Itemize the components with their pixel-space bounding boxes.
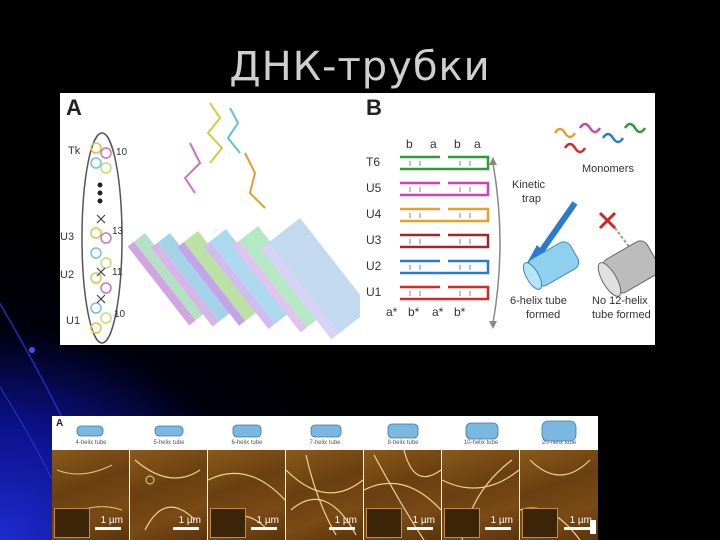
six-helix-label-line2: formed	[526, 309, 561, 321]
number-10-bottom: 10	[114, 309, 126, 320]
bottom-letter-a-star-2: a*	[432, 305, 444, 319]
label-u1: U1	[66, 315, 81, 327]
assembly-graphic	[489, 122, 655, 329]
strand-label-u3: U3	[366, 233, 382, 247]
panel-b-letter: B	[366, 95, 382, 120]
top-letter-b-1: b	[406, 137, 413, 151]
scale-label-1: 1 µm	[100, 515, 123, 526]
afm-image-5-helix: 1 µm	[130, 450, 207, 540]
tube-icons	[76, 420, 577, 442]
strand-label-u1: U1	[366, 285, 382, 299]
six-helix-label-line1: 6-helix tube	[510, 295, 567, 307]
bottom-letter-b-star-1: b*	[408, 305, 420, 319]
tube-title-20: 20-helix tube	[541, 440, 577, 446]
bottom-letter-b-star-2: b*	[454, 305, 466, 319]
afm-image-10-helix: 1 µm	[442, 450, 519, 540]
top-letter-b-2: b	[454, 137, 461, 151]
strand-label-t6: T6	[366, 155, 381, 169]
panel-a-letter: A	[66, 95, 82, 120]
strand-label-u4: U4	[366, 207, 382, 221]
number-11: 11	[112, 267, 123, 278]
tube-title-6: 6-helix tube	[231, 440, 263, 446]
twelve-helix-label-line2: tube formed	[592, 309, 651, 321]
tube-title-4: 4-helix tube	[75, 440, 107, 446]
scale-bar-7	[564, 527, 590, 530]
kinetic-trap-label-line1: Kinetic	[512, 179, 546, 191]
strand-label-u5: U5	[366, 181, 382, 195]
tube-title-7: 7-helix tube	[309, 440, 341, 446]
tube-title-10: 10-helix tube	[463, 440, 499, 446]
scale-label-2: 1 µm	[178, 515, 201, 526]
afm-image-4-helix: 1 µm	[52, 450, 129, 540]
scale-bar-5	[407, 527, 433, 530]
strand-label-u2: U2	[366, 259, 382, 273]
top-letter-a-1: a	[430, 137, 437, 151]
label-u2: U2	[60, 269, 75, 281]
strand-diagram	[400, 155, 490, 301]
tube-title-8: 8-helix tube	[387, 440, 419, 446]
label-u3: U3	[60, 231, 75, 243]
bottom-panel-letter: A	[56, 418, 64, 429]
kinetic-trap-label-line2: trap	[522, 193, 541, 205]
figure-top: A	[60, 93, 655, 345]
afm-image-6-helix: 1 µm	[208, 450, 285, 540]
panel-a-graphic	[81, 102, 360, 344]
number-10-top: 10	[116, 147, 128, 158]
label-tk: Tk	[68, 145, 81, 157]
monomers-label: Monomers	[582, 163, 634, 175]
scale-label-4: 1 µm	[334, 515, 357, 526]
bottom-letter-a-star-1: a*	[386, 305, 398, 319]
afm-image-8-helix: 1 µm	[364, 450, 441, 540]
number-13: 13	[112, 226, 124, 237]
scale-bar-4	[329, 527, 355, 530]
figure-bottom: A 4-helix tube 5-helix tube 6-helix tube…	[52, 416, 598, 540]
top-letter-a-2: a	[474, 137, 481, 151]
scale-bar-3	[251, 527, 277, 530]
afm-image-7-helix: 1 µm	[286, 450, 363, 540]
scale-bar-6	[485, 527, 511, 530]
scale-label-5: 1 µm	[412, 515, 435, 526]
scale-label-7: 1 µm	[569, 515, 592, 526]
twelve-helix-label-line1: No 12-helix	[592, 295, 648, 307]
scale-label-6: 1 µm	[490, 515, 513, 526]
afm-image-20-helix: 1 µm	[520, 450, 598, 540]
slide-title: ДНК-трубки	[229, 44, 491, 90]
scale-label-3: 1 µm	[256, 515, 279, 526]
scale-bar-1	[95, 527, 121, 530]
tube-title-5: 5-helix tube	[153, 440, 185, 446]
scale-bar-2	[173, 527, 199, 530]
